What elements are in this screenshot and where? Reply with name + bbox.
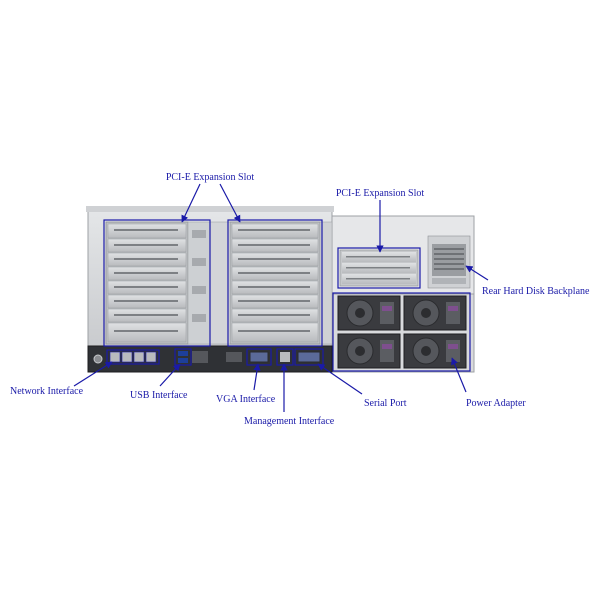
annotation-boxes [103,219,471,372]
serial-port [297,351,321,363]
pcie-cage-left [105,221,211,345]
serial-box [294,348,324,366]
pcie-left-box [103,219,211,347]
pcie-cage-right [209,221,333,345]
power-box [332,292,471,372]
power-button-icon [93,354,103,364]
usb-box [174,348,192,366]
network-box [106,349,160,365]
psu-4 [403,333,467,369]
network-ports [109,351,157,363]
psu-2 [403,295,467,331]
psu-1 [337,295,401,331]
label-power: Power Adapter [466,398,526,409]
io-ports [93,351,321,364]
label-pcie-left: PCI-E Expansion Slot [166,172,255,183]
management-port [280,352,290,362]
misc-port [226,352,242,362]
label-management: Management Interface [244,416,335,427]
psu-3 [337,333,401,369]
vga-port [249,351,269,363]
labels: PCI-E Expansion Slot PCI-E Expansion Slo… [10,172,590,427]
label-rear-backplane: Rear Hard Disk Backplane [482,286,590,297]
usb-ports [178,351,208,363]
chassis-top-lip [86,206,334,212]
upper-right-module [339,235,471,289]
pcie-right-box [227,219,323,347]
label-usb: USB Interface [130,390,188,401]
leader-lines [73,183,489,412]
label-network: Network Interface [10,386,84,397]
label-pcie-right: PCI-E Expansion Slot [336,188,425,199]
label-serial: Serial Port [364,398,407,409]
label-vga: VGA Interface [216,394,276,405]
